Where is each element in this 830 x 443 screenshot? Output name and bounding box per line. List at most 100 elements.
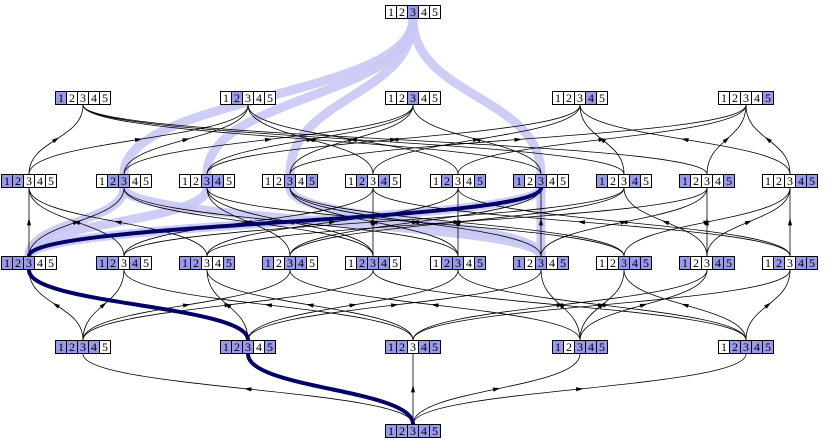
arrowhead-icon <box>681 303 689 308</box>
arrowhead-icon <box>764 137 772 144</box>
digit-cell: 5 <box>223 174 235 188</box>
arrowhead-icon <box>328 220 337 225</box>
arrowhead-icon <box>349 303 357 308</box>
arrowhead-icon <box>538 218 544 226</box>
arrowhead-icon <box>52 137 60 144</box>
arrowhead-icon <box>72 220 81 226</box>
digit-cell-selected: 4 <box>585 340 597 354</box>
arrowhead-icon <box>453 220 461 225</box>
digit-cell-selected: 2 <box>356 174 368 188</box>
arrowhead-icon <box>244 387 252 392</box>
arrowhead-icon <box>134 137 143 143</box>
arrowhead-icon <box>472 138 481 143</box>
digit-cell: 4 <box>34 256 46 270</box>
digit-cell: 2 <box>273 174 285 188</box>
digit-cell: 5 <box>45 174 57 188</box>
arrowhead-icon <box>598 137 606 142</box>
digit-cell-selected: 5 <box>762 91 774 105</box>
digit-cell: 5 <box>429 5 441 19</box>
digit-cell: 5 <box>557 174 569 188</box>
digit-cell: 3 <box>701 174 713 188</box>
path-highlight-edge <box>27 186 543 258</box>
arrowhead-icon <box>224 303 232 308</box>
digit-cell-selected: 1 <box>513 174 525 188</box>
arrowhead-icon <box>639 303 648 308</box>
digit-cell: 3 <box>23 174 35 188</box>
arrowhead-icon <box>264 303 273 308</box>
arrowhead-icon <box>52 302 60 309</box>
path-highlight-edge <box>246 352 415 426</box>
arrowhead-icon <box>597 303 606 308</box>
digit-cell: 1 <box>552 91 564 105</box>
arrowhead-icon <box>306 303 314 308</box>
digit-cell-selected: 5 <box>640 256 652 270</box>
digit-cell-selected: 5 <box>429 340 441 354</box>
digit-cell-selected: 5 <box>806 174 818 188</box>
digit-cell: 3 <box>784 256 796 270</box>
arrowhead-icon <box>703 220 711 225</box>
arrowhead-icon <box>114 220 122 225</box>
digit-cell: 2 <box>690 174 702 188</box>
arrowhead-icon <box>575 387 584 392</box>
digit-cell: 4 <box>546 256 558 270</box>
digit-cell-selected: 5 <box>474 256 486 270</box>
digit-cell-selected: 4 <box>129 256 141 270</box>
digit-cell: 3 <box>740 91 752 105</box>
digit-cell: 2 <box>396 91 408 105</box>
arrowhead-icon <box>264 137 273 142</box>
digit-cell-selected: 1 <box>179 256 191 270</box>
arrowhead-icon <box>620 220 628 225</box>
digit-cell-selected: 5 <box>223 256 235 270</box>
digit-cell-selected: 3 <box>535 174 547 188</box>
path-highlight-layer <box>27 186 543 426</box>
arrowhead-icon <box>370 220 378 225</box>
arrowhead-icon <box>492 387 501 392</box>
arrowhead-icon <box>410 385 416 393</box>
digit-cell-selected: 5 <box>557 256 569 270</box>
digit-cell: 3 <box>118 256 130 270</box>
arrowhead-icon <box>681 138 689 143</box>
digit-cell-selected: 1 <box>262 256 274 270</box>
digit-cell-selected: 1 <box>679 256 691 270</box>
digit-cell-selected: 5 <box>264 340 276 354</box>
digit-cell-selected: 5 <box>762 340 774 354</box>
digit-cell: 5 <box>429 91 441 105</box>
digit-cell: 5 <box>264 91 276 105</box>
arrowhead-icon <box>556 303 564 308</box>
arrowhead-icon <box>390 303 399 308</box>
arrowhead-icon <box>411 220 420 225</box>
digit-cell-selected: 5 <box>723 256 735 270</box>
digit-cell-selected: 1 <box>220 340 232 354</box>
digit-cell: 5 <box>140 174 152 188</box>
digit-cell: 5 <box>99 340 111 354</box>
digit-cell-selected: 3 <box>535 256 547 270</box>
arrowhead-icon <box>182 303 191 308</box>
